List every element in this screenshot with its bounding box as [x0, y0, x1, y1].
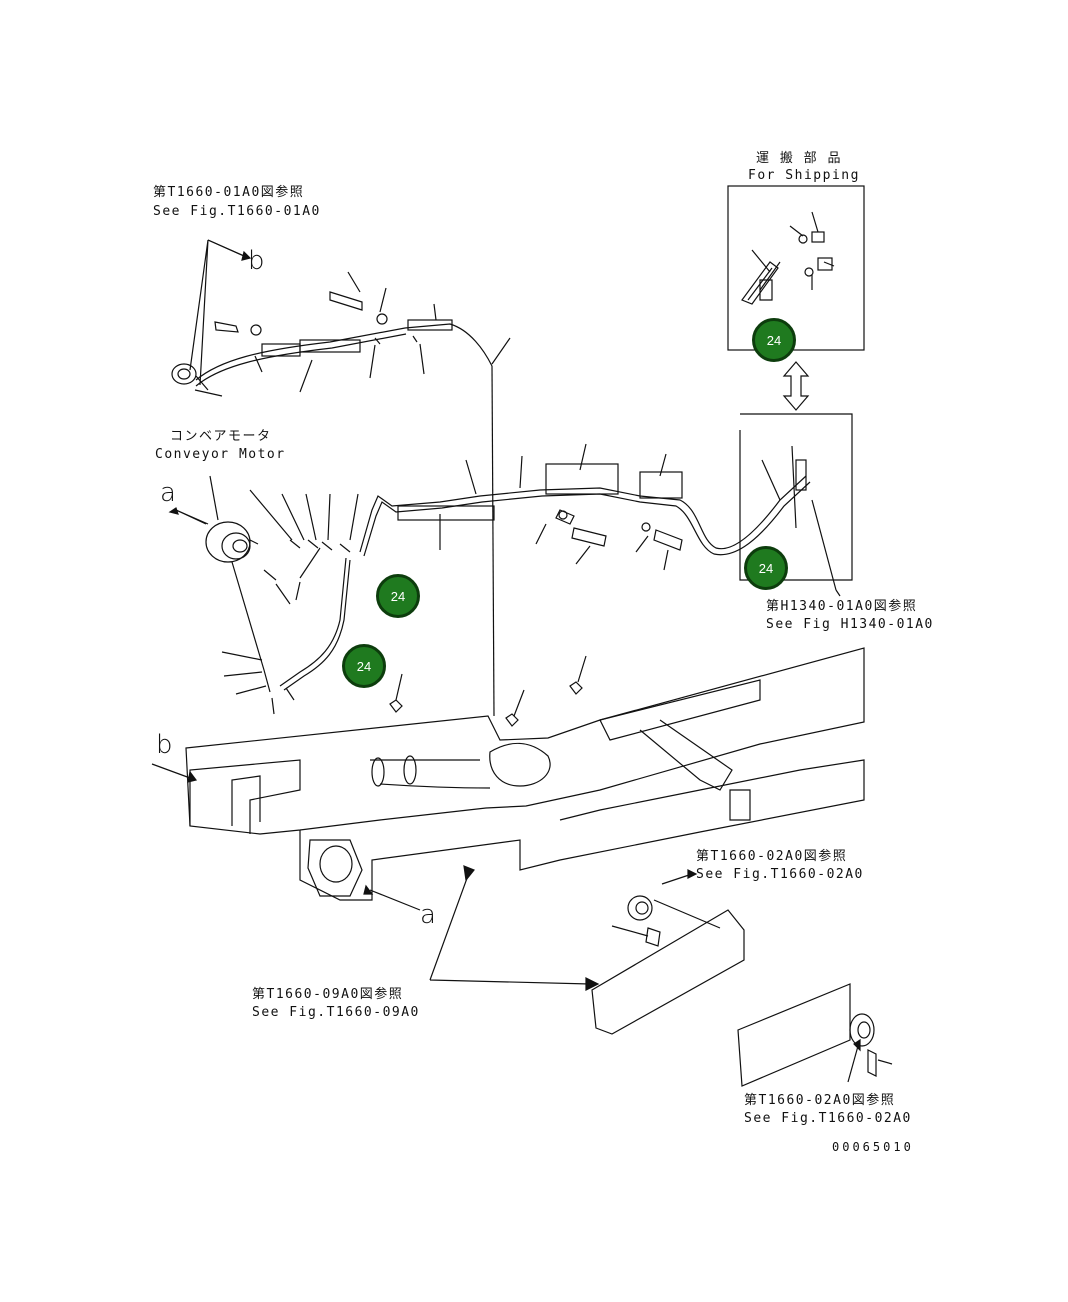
view-letter-a-frame: a: [420, 900, 436, 930]
view-letter-b-frame: b: [156, 730, 173, 760]
shipping-parts-box: [727, 185, 865, 351]
double-arrow: [782, 361, 810, 411]
ref-h1340-01-jp[interactable]: 第H1340-01A0図参照: [766, 599, 918, 614]
ref-t1660-09-jp[interactable]: 第T1660-09A0図参照: [252, 987, 404, 1002]
view-letter-a-left: a: [160, 478, 176, 508]
ref-t1660-02-lower-jp[interactable]: 第T1660-02A0図参照: [744, 1093, 896, 1108]
ref-t1660-02-lower-en[interactable]: See Fig.T1660-02A0: [744, 1111, 912, 1126]
ref-h1340-01-en[interactable]: See Fig H1340-01A0: [766, 617, 934, 632]
callout-24-harness-upper[interactable]: 24: [376, 574, 420, 618]
ref-t1660-02-upper-jp[interactable]: 第T1660-02A0図参照: [696, 849, 848, 864]
callout-24-harness-lower[interactable]: 24: [342, 644, 386, 688]
ref-t1660-09-en[interactable]: See Fig.T1660-09A0: [252, 1005, 420, 1020]
document-number: 00065010: [832, 1140, 914, 1154]
callout-24-shipping[interactable]: 24: [752, 318, 796, 362]
ref-t1660-02-upper-en[interactable]: See Fig.T1660-02A0: [696, 867, 864, 882]
ref-t1660-01-en[interactable]: See Fig.T1660-01A0: [153, 204, 321, 219]
shipping-label-en: For Shipping: [748, 168, 860, 183]
connector-box: [739, 413, 853, 581]
conveyor-motor-label-en: Conveyor Motor: [155, 447, 286, 462]
conveyor-motor-label-jp: コンベアモータ: [170, 429, 272, 444]
shipping-label-jp: 運 搬 部 品: [756, 151, 842, 166]
ref-t1660-01-jp[interactable]: 第T1660-01A0図参照: [153, 185, 305, 200]
main-frame: [185, 647, 865, 835]
callout-24-connector[interactable]: 24: [744, 546, 788, 590]
view-letter-b-top: b: [248, 246, 265, 276]
